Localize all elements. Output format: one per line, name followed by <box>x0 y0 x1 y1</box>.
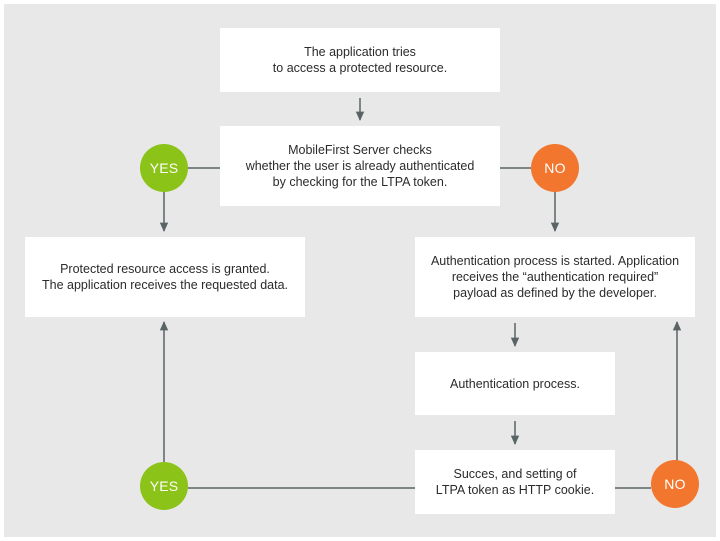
yes-decision-top-label: YES <box>149 160 179 176</box>
granted-node: Protected resource access is granted. Th… <box>25 237 305 317</box>
auth-process-node-text: Authentication process. <box>450 376 580 391</box>
no-decision-top: NO <box>531 144 579 192</box>
yes-decision-bottom-label: YES <box>149 478 179 494</box>
success-node: Succes, and setting of LTPA token as HTT… <box>415 450 615 514</box>
check-node: MobileFirst Server checks whether the us… <box>220 126 500 206</box>
no-decision-bottom-label: NO <box>664 476 686 492</box>
auth-started-node-text: Authentication process is started. Appli… <box>430 254 680 300</box>
no-decision-top-label: NO <box>544 160 566 176</box>
auth-process-node: Authentication process. <box>415 352 615 415</box>
start-node: The application tries to access a protec… <box>220 28 500 92</box>
check-node-text: MobileFirst Server checks whether the us… <box>245 143 475 189</box>
granted-node-text: Protected resource access is granted. Th… <box>42 262 288 292</box>
yes-decision-top: YES <box>140 144 188 192</box>
auth-started-node: Authentication process is started. Appli… <box>415 237 695 317</box>
no-decision-bottom: NO <box>651 460 699 508</box>
start-node-text: The application tries to access a protec… <box>272 45 448 75</box>
success-node-text: Succes, and setting of LTPA token as HTT… <box>435 467 595 497</box>
yes-decision-bottom: YES <box>140 462 188 510</box>
